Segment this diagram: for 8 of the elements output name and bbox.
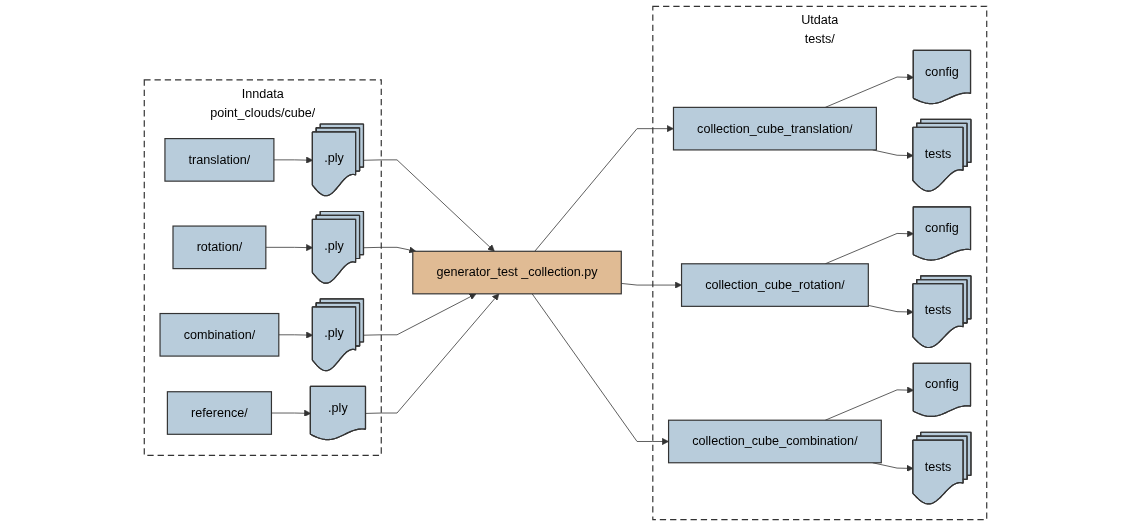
node-box: generator_test _collection.py [412,250,622,295]
node-box: rotation/ [172,225,267,270]
node-box: reference/ [166,391,273,435]
node-box: collection_cube_combination/ [668,419,882,464]
node-box: collection_cube_translation/ [672,106,877,151]
node-box: combination/ [159,312,280,357]
node-box: translation/ [164,138,275,182]
node-box: collection_cube_rotation/ [680,263,869,307]
